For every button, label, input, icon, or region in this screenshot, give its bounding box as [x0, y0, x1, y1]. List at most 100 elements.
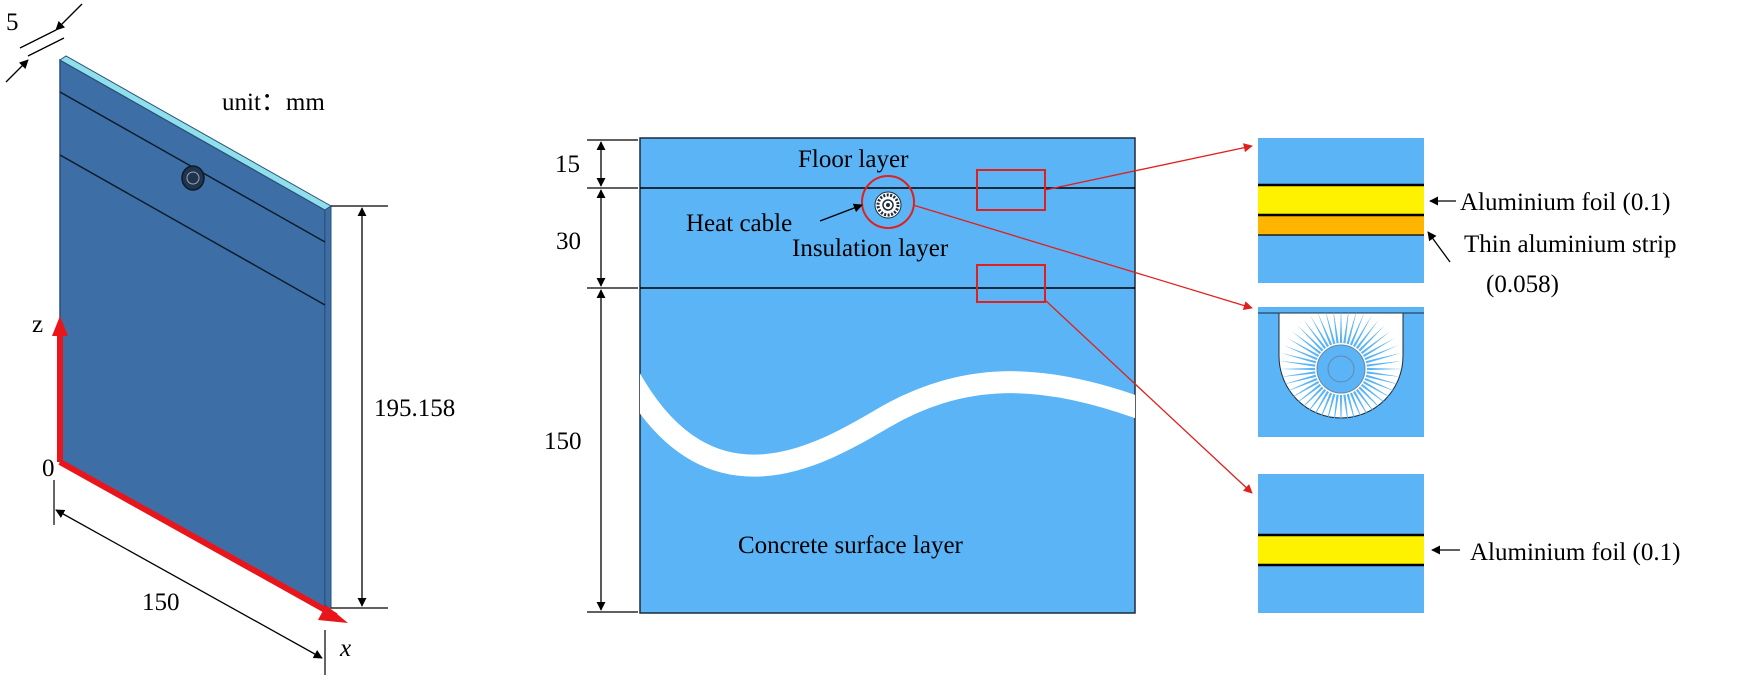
cable-fin: [1332, 394, 1339, 431]
width-dimension-line: [55, 509, 323, 659]
cable-fin: [1362, 338, 1395, 358]
cable-fin: [1279, 360, 1316, 367]
thickness-arrow-top: [55, 3, 83, 31]
cable-fin: [1366, 371, 1403, 378]
cable-fin: [1352, 315, 1372, 348]
heat-cable-pointer: [819, 203, 863, 222]
height-dimension: 195.158: [331, 205, 455, 609]
detail-panel-cable: [1258, 307, 1424, 437]
callout-cable: [912, 204, 1253, 310]
cable-fin: [1365, 374, 1401, 386]
slab-cable-marker: [181, 165, 205, 191]
cable-fin: [1291, 331, 1322, 355]
cable-fin: [1317, 392, 1333, 427]
callout-foil-bottom: [1044, 299, 1253, 494]
cable-fin: [1287, 380, 1320, 400]
cable-fin: [1317, 311, 1333, 346]
width-dimension: 150: [53, 480, 326, 675]
detail-labels: Aluminium foil (0.1) Thin aluminium stri…: [1427, 189, 1680, 566]
concrete-thickness: 150: [544, 428, 582, 455]
insulation-layer-label: Insulation layer: [792, 235, 949, 262]
floor-layer-label: Floor layer: [798, 146, 909, 173]
detail-panel-foil: [1258, 474, 1424, 613]
unit-label: unit：mm: [222, 89, 325, 116]
aluminium-foil-band: [1258, 185, 1424, 215]
cable-fin: [1366, 360, 1403, 367]
cable-fin: [1303, 388, 1327, 419]
cable-fin: [1324, 393, 1336, 429]
foil-top-label: Aluminium foil (0.1): [1460, 189, 1670, 216]
cable-fin: [1355, 319, 1379, 350]
cable-fin: [1310, 390, 1330, 423]
cable-fin: [1364, 345, 1399, 361]
cable-fins: [1279, 307, 1403, 431]
cross-section: Floor layer Heat cable Insulation layer …: [544, 137, 1136, 614]
slab-insulation-interface: [59, 154, 326, 306]
cable-fin: [1358, 325, 1385, 352]
cable-fin: [1358, 386, 1385, 413]
callout-lines: [912, 143, 1253, 494]
cable-fin: [1346, 309, 1358, 345]
thickness-arrow-bottom: [5, 59, 29, 83]
cable-fin: [1362, 380, 1395, 400]
cable-fin: [1343, 307, 1350, 344]
cable-core-outer: [1316, 344, 1366, 394]
cable-fin: [1279, 367, 1316, 371]
section-break: [640, 371, 1135, 477]
cable-fin: [1343, 394, 1350, 431]
thickness-value: 5: [6, 9, 19, 36]
cable-fin: [1297, 386, 1324, 413]
cable-core-inner: [1327, 355, 1355, 383]
cable-fin: [1366, 367, 1403, 371]
cable-fin: [1349, 311, 1365, 346]
foil-bottom-label: Aluminium foil (0.1): [1470, 539, 1680, 566]
cable-fin: [1303, 319, 1327, 350]
detail-panel-foil-strip: [1258, 138, 1424, 283]
cable-fin: [1310, 315, 1330, 348]
cable-fin: [1287, 338, 1320, 358]
x-axis-arrowhead: [318, 605, 348, 623]
insulation-thickness: 30: [556, 228, 581, 255]
cable-fin: [1346, 393, 1358, 429]
cable-fin: [1283, 377, 1318, 393]
cable-fin: [1360, 383, 1391, 407]
heat-cable-highlight: [861, 175, 915, 229]
aluminium-foil-band-bottom: [1258, 535, 1424, 565]
strip-pointer: [1427, 231, 1451, 263]
cable-fin: [1281, 352, 1317, 364]
callout-foil-top: [1044, 143, 1253, 191]
aluminium-strip-band: [1258, 215, 1424, 235]
cable-fin: [1355, 388, 1379, 419]
cable-fin: [1339, 394, 1343, 431]
origin-label: 0: [42, 455, 55, 482]
cable-fin: [1279, 371, 1316, 378]
isometric-slab: [59, 55, 332, 614]
z-axis-label: z: [32, 311, 43, 338]
cable-fin: [1364, 377, 1399, 393]
cable-fin: [1365, 352, 1401, 364]
detail-box-foil-bottom: [976, 264, 1046, 303]
cable-fin: [1349, 392, 1365, 427]
cable-fin: [1283, 345, 1318, 361]
cable-fin: [1332, 307, 1339, 344]
cable-fin: [1324, 309, 1336, 345]
heat-cable-label: Heat cable: [686, 210, 792, 237]
concrete-layer-label: Concrete surface layer: [738, 532, 964, 559]
slab-front-face: [59, 58, 326, 614]
floor-thickness: 15: [555, 151, 580, 178]
height-value: 195.158: [374, 395, 455, 422]
z-axis-arrowhead: [52, 316, 68, 336]
cable-fin: [1281, 374, 1317, 386]
cable-fin: [1297, 325, 1324, 352]
heat-cable-symbol: [874, 191, 902, 219]
width-value: 150: [142, 589, 180, 616]
x-axis-label: x: [339, 635, 351, 662]
cable-fin: [1339, 307, 1343, 344]
strip-label-line1: Thin aluminium strip: [1464, 231, 1677, 258]
slab-side-face: [324, 205, 332, 613]
cable-fin: [1291, 383, 1322, 407]
cable-fin: [1360, 331, 1391, 355]
strip-label-line2: (0.058): [1486, 271, 1559, 298]
